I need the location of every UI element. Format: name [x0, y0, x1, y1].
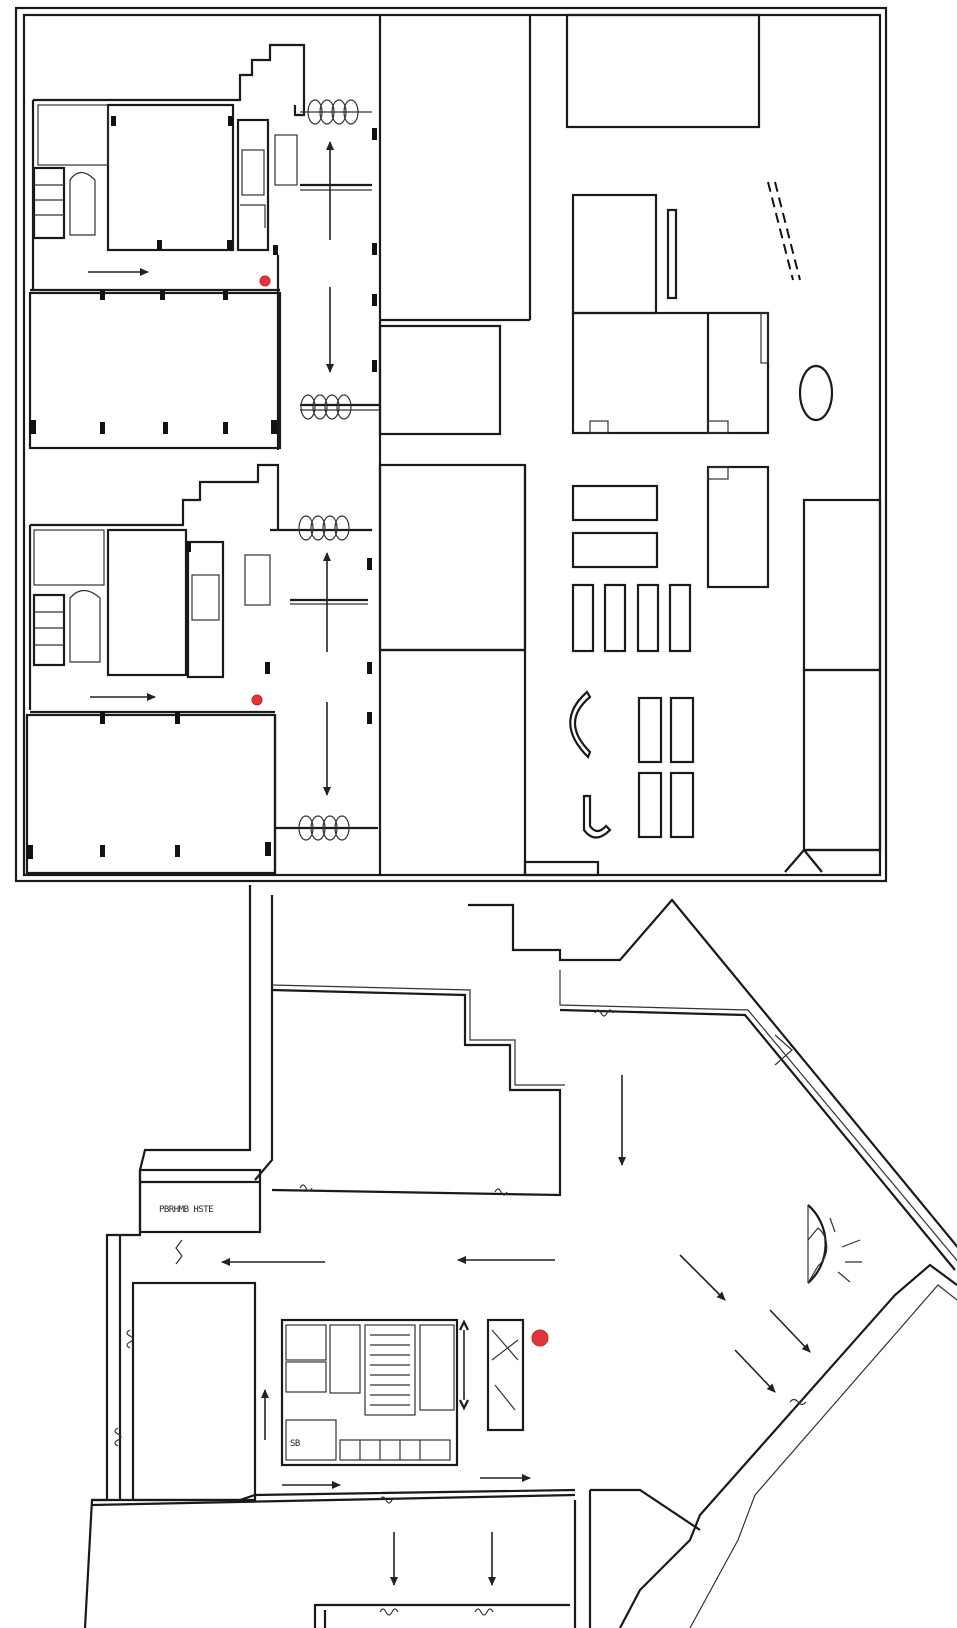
table [669, 771, 695, 839]
lower-room-label: PBRHMB HSTE [159, 1205, 213, 1215]
dashed-marking [767, 181, 801, 281]
block-mid-top-small [378, 324, 502, 436]
upper-left-suite-2 [25, 463, 378, 875]
coil-mid-top [298, 515, 350, 541]
curved-seat [569, 690, 592, 759]
block-right-wall-2 [802, 668, 882, 852]
label-room [138, 1168, 262, 1234]
table [603, 583, 627, 653]
oval-table [798, 364, 834, 422]
table [637, 771, 663, 839]
table [571, 583, 595, 653]
curved-seat-2 [582, 794, 612, 839]
coil-mid-bottom [298, 815, 350, 841]
block-right-1 [571, 193, 658, 315]
coil-top [300, 99, 372, 125]
block-right-3 [706, 465, 770, 589]
stepped-room [271, 988, 562, 1197]
block-mid-lower [378, 463, 527, 652]
block-top-right [565, 13, 761, 129]
marker-lower[interactable] [531, 1329, 549, 1347]
table [636, 583, 660, 653]
block-right-2 [571, 311, 770, 435]
small-label: SB [290, 1439, 300, 1449]
upper-outer-wall [14, 6, 888, 883]
coil-bottom [300, 394, 352, 420]
table [668, 583, 692, 653]
lower-floor-plan: PBRHMB HSTE [83, 885, 957, 1628]
block-right-wall [802, 498, 882, 672]
marker-upper-2[interactable] [251, 694, 263, 706]
spiral-stair [807, 1204, 862, 1284]
upper-floor-plan [14, 6, 888, 883]
table [571, 484, 659, 522]
table [571, 531, 659, 569]
upper-left-suite [28, 43, 380, 450]
marker-upper-1[interactable] [259, 275, 271, 287]
table [637, 696, 663, 764]
left-room [131, 1281, 257, 1502]
service-core: SB [280, 1318, 525, 1467]
table [669, 696, 695, 764]
upper-inner-wall [22, 13, 882, 877]
